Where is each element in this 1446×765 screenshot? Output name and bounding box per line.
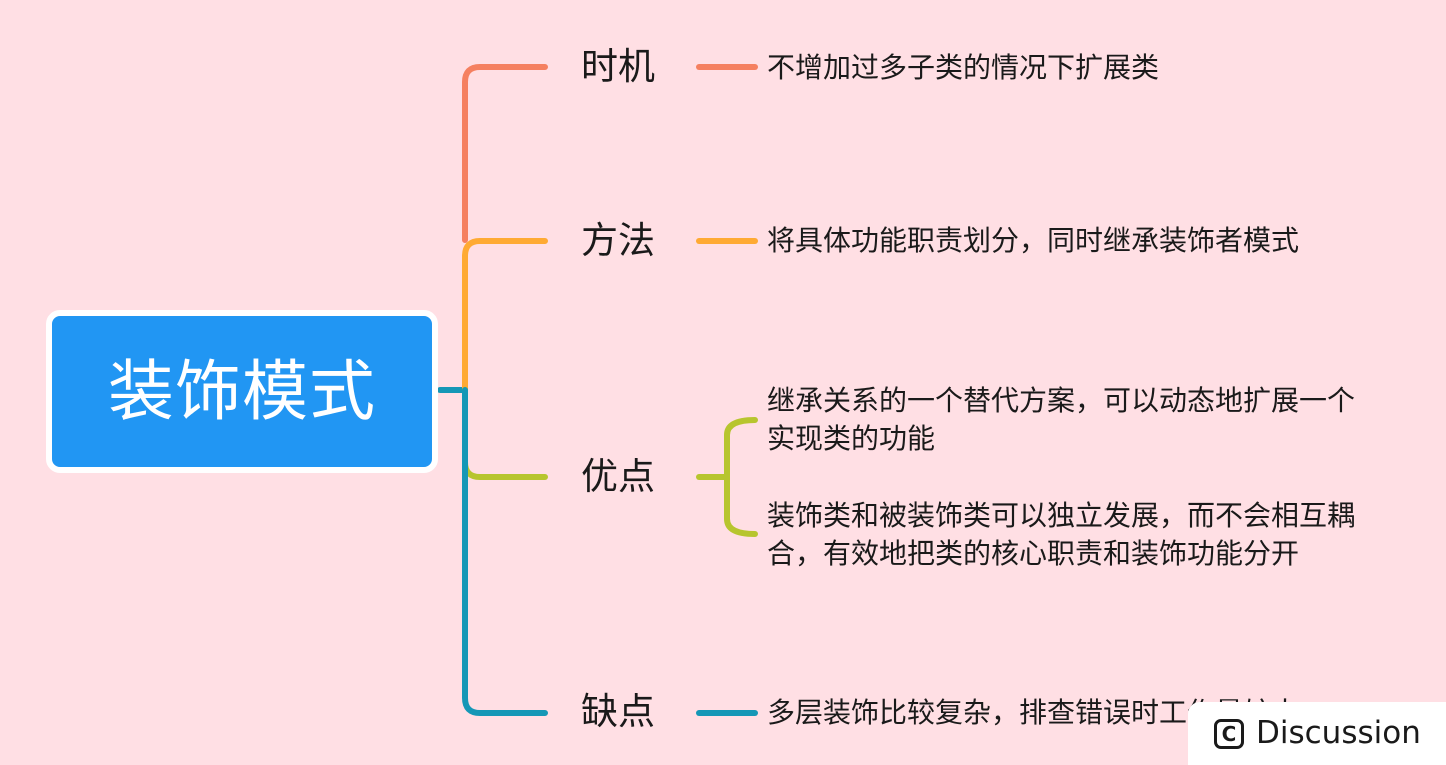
root-node[interactable]: 装饰模式 — [46, 310, 438, 473]
branch-disadvantages-label[interactable]: 缺点 — [581, 690, 655, 733]
branch-timing-label[interactable]: 时机 — [581, 45, 655, 88]
connector-advantages — [462, 387, 548, 480]
connector-disadvantages — [462, 387, 548, 716]
leaf-method-text[interactable]: 将具体功能职责划分，同时继承装饰者模式 — [767, 224, 1300, 257]
leaf-timing-text[interactable]: 不增加过多子类的情况下扩展类 — [767, 51, 1160, 84]
branch-method-label[interactable]: 方法 — [581, 219, 655, 262]
copyright-c-icon: C — [1214, 718, 1244, 749]
branch-advantages-label[interactable]: 优点 — [581, 455, 655, 498]
root-label: 装饰模式 — [108, 352, 376, 430]
connector-method — [462, 238, 548, 393]
watermark-badge: C Discussion — [1188, 702, 1446, 765]
leaf-advantage-1-line-1[interactable]: 继承关系的一个替代方案，可以动态地扩展一个 — [767, 384, 1356, 417]
watermark-text: Discussion — [1256, 715, 1421, 751]
leaf-bracket-advantages — [724, 417, 758, 537]
connector-timing — [462, 64, 548, 243]
leaf-advantage-2-line-1[interactable]: 装饰类和被装饰类可以独立发展，而不会相互耦 — [767, 499, 1356, 532]
leaf-advantage-2-line-2[interactable]: 合，有效地把类的核心职责和装饰功能分开 — [767, 537, 1300, 570]
leaf-advantage-1-line-2[interactable]: 实现类的功能 — [767, 422, 936, 455]
